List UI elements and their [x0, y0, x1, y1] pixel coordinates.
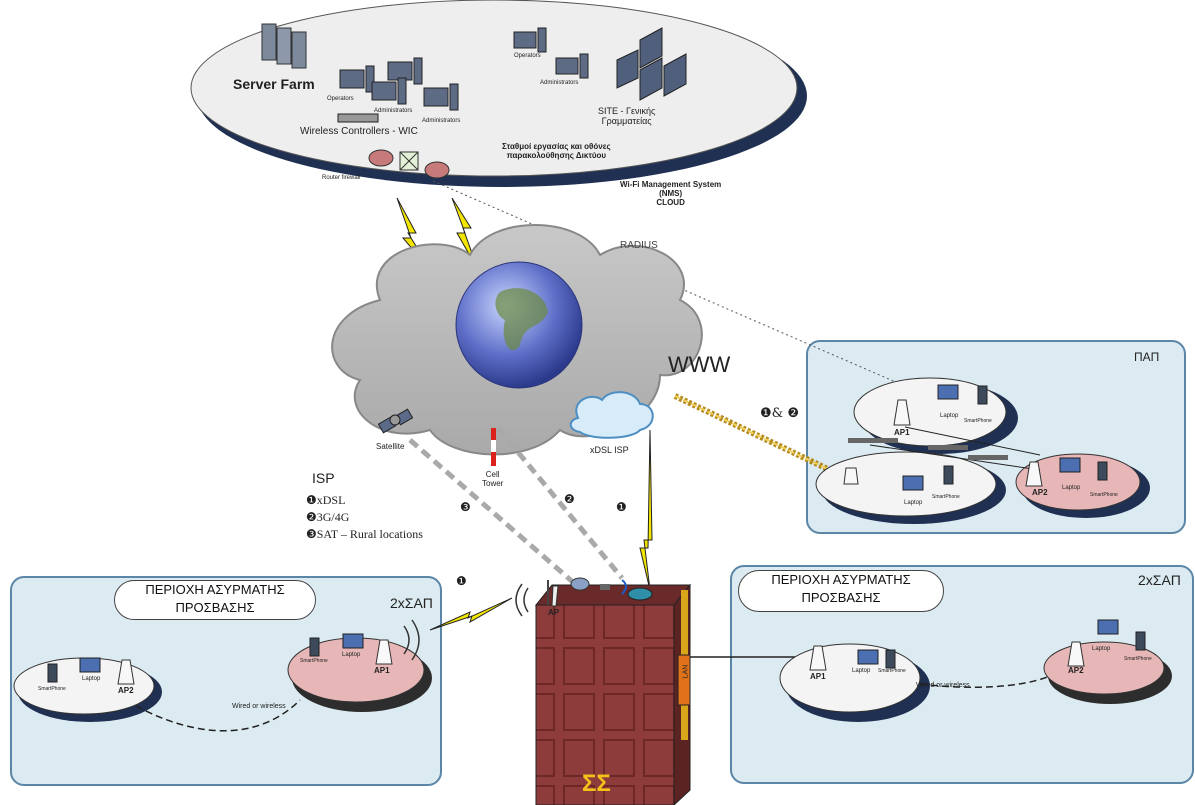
administrators-label: Administrators [422, 118, 461, 124]
building [534, 583, 692, 805]
isp-legend-item: ❷3G/4G [306, 510, 350, 524]
right-panel-ellipses [779, 641, 1172, 722]
link-marker-3: ❸ [460, 500, 471, 514]
smartphone-icons [47, 385, 1146, 683]
workstation-icons-left [337, 57, 459, 123]
left-wireless-link [429, 597, 513, 631]
www-label: WWW [668, 352, 731, 377]
workstations-label: Σταθμοί εργασίας και οθόνες παρακολούθησ… [502, 142, 611, 160]
smartphone-label: SmartPhone [964, 418, 992, 424]
link-marker-1-left: ❶ [456, 574, 467, 588]
pap-ap2-label: AP2 [1032, 488, 1048, 497]
left-area-title-line1: ΠΕΡΙΟΧΗ ΑΣΥΡΜΑΤΗΣ [145, 582, 285, 597]
left-area-title: ΠΕΡΙΟΧΗ ΑΣΥΡΜΑΤΗΣ ΠΡΟΣΒΑΣΗΣ [114, 580, 316, 620]
right-ap2-label: AP2 [1068, 666, 1084, 675]
workstation-icons-middle [513, 27, 589, 79]
administrators-label: Administrators [374, 108, 413, 114]
laptop-label: Laptop [904, 500, 923, 506]
nms-label-line1: Wi-Fi Management System [620, 180, 722, 189]
xdsl-link [639, 429, 653, 591]
right-area-title-line2: ΠΡΟΣΒΑΣΗΣ [801, 590, 881, 605]
cell-tower-label: Cell Tower [482, 470, 503, 488]
cell-tower-label-line2: Tower [482, 479, 504, 488]
building-antennas [515, 577, 653, 617]
building-ap-label: AP [548, 608, 560, 617]
right-ap1-label: AP1 [810, 672, 826, 681]
workstations-label-line2: παρακολούθησης Δικτύου [506, 151, 607, 160]
satellite-icon [377, 408, 414, 434]
left-panel-badge: 2xΣΑΠ [390, 595, 433, 611]
smartphone-label: SmartPhone [1090, 492, 1118, 498]
pap-link-marker: ❶& ❷ [760, 406, 800, 421]
pap-panel-title: ΠΑΠ [1134, 350, 1160, 364]
pap-link [673, 393, 836, 475]
nms-label: Wi-Fi Management System (NMS) CLOUD [620, 180, 721, 207]
globe-continents [495, 288, 548, 351]
right-area-title: ΠΕΡΙΟΧΗ ΑΣΥΡΜΑΤΗΣ ΠΡΟΣΒΑΣΗΣ [738, 570, 944, 612]
laptop-label: Laptop [82, 676, 101, 682]
monitor-wall-icon [616, 27, 687, 101]
link-marker-2: ❷ [564, 492, 575, 506]
satellite-label: Satellite [376, 442, 405, 451]
link-marker-1: ❶ [616, 500, 627, 514]
laptop-label: Laptop [1092, 646, 1111, 652]
operators-label: Operators [514, 53, 541, 59]
laptop-label: Laptop [852, 668, 871, 674]
operators-label: Operators [327, 96, 354, 102]
isp-legend: ❶xDSL ❷3G/4G ❸SAT – Rural locations [306, 492, 423, 543]
left-ap2-label: AP2 [118, 686, 134, 695]
left-ap1-label: AP1 [374, 666, 390, 675]
smartphone-label: SmartPhone [1124, 656, 1152, 662]
router-firewall-label: Router firewall [322, 175, 361, 181]
isp-legend-item: ❶xDSL [306, 493, 346, 507]
nms-label-line2: (NMS) [659, 189, 683, 198]
cell-tower-label-line1: Cell [485, 470, 500, 479]
building-name: ΣΣ [582, 770, 611, 797]
server-farm-icon [261, 23, 307, 69]
administrators-label: Administrators [540, 80, 579, 86]
nms-label-line3: CLOUD [656, 198, 685, 207]
left-panel-ellipses [13, 619, 432, 732]
cell-tower-icon [491, 428, 496, 466]
left-area-title-line2: ΠΡΟΣΒΑΣΗΣ [175, 600, 255, 615]
site-label-line2: Γραμματείας [601, 116, 652, 126]
isp-legend-title: ISP [312, 470, 335, 486]
pap-ap1-label: AP1 [894, 428, 910, 437]
workstations-label-line1: Σταθμοί εργασίας και οθόνες [502, 142, 611, 151]
lan-label: LAN [682, 664, 690, 679]
radius-link [432, 180, 961, 411]
xdsl-isp-label: xDSL ISP [590, 445, 629, 455]
isp-legend-item: ❸SAT – Rural locations [306, 527, 423, 541]
site-label-line1: SITE - Γενικής [598, 106, 656, 116]
wireless-controllers-label: Wireless Controllers - WIC [300, 126, 418, 137]
right-link-label: Wired or wireless [916, 682, 970, 689]
router-firewall-icons [368, 149, 450, 179]
smartphone-label: SmartPhone [300, 658, 328, 664]
access-links [408, 426, 624, 592]
access-point-icons [117, 399, 1085, 685]
laptop-label: Laptop [940, 413, 959, 419]
smartphone-label: SmartPhone [38, 686, 66, 692]
radius-label: RADIUS [620, 240, 658, 251]
smartphone-label: SmartPhone [878, 668, 906, 674]
laptop-icons [79, 384, 1119, 673]
right-area-title-line1: ΠΕΡΙΟΧΗ ΑΣΥΡΜΑΤΗΣ [771, 572, 911, 587]
xdsl-isp-cloud [569, 391, 654, 439]
site-label: SITE - Γενικής Γραμματείας [598, 106, 655, 126]
right-panel-badge: 2xΣΑΠ [1138, 572, 1181, 588]
laptop-label: Laptop [342, 652, 361, 658]
server-farm-label: Server Farm [233, 76, 315, 92]
smartphone-label: SmartPhone [932, 494, 960, 500]
left-link-label: Wired or wireless [232, 703, 286, 710]
laptop-label: Laptop [1062, 485, 1081, 491]
